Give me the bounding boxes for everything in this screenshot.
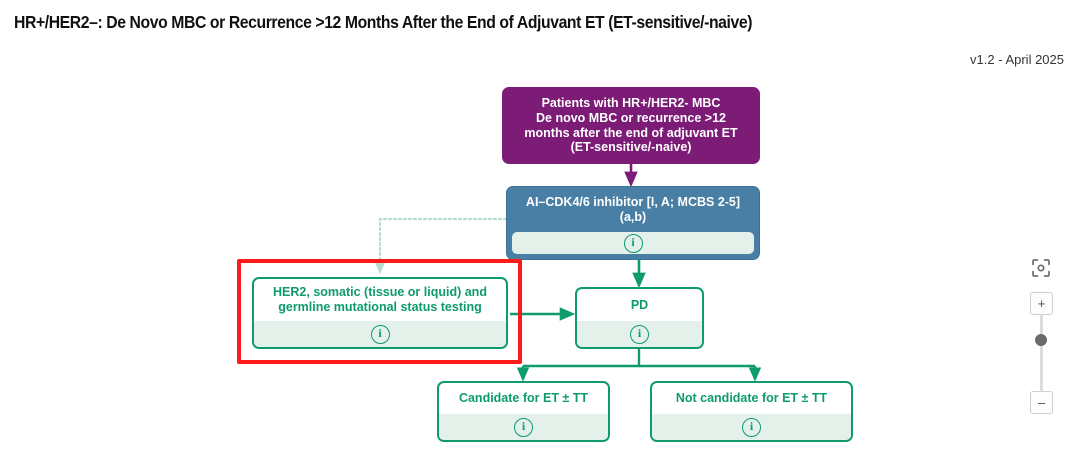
node-ai-cdk46-footer: i	[512, 232, 754, 254]
node-candidate-footer: i	[439, 414, 608, 440]
zoom-slider-track[interactable]	[1040, 315, 1043, 391]
node-patients-label: Patients with HR+/HER2- MBC De novo MBC …	[524, 96, 738, 155]
version-label: v1.2 - April 2025	[970, 52, 1064, 67]
info-icon[interactable]: i	[623, 233, 643, 253]
node-ai-cdk46-inhibitor[interactable]: AI–CDK4/6 inhibitor [I, A; MCBS 2-5] (a,…	[506, 186, 760, 260]
node-candidate-for-et-tt[interactable]: Candidate for ET ± TT i	[437, 381, 610, 442]
node-not-candidate-label: Not candidate for ET ± TT	[675, 391, 828, 406]
zoom-slider-group[interactable]: + –	[1024, 292, 1058, 414]
node-candidate-label: Candidate for ET ± TT	[458, 391, 589, 406]
node-progressive-disease[interactable]: PD i	[575, 287, 704, 349]
focus-frame-icon	[1032, 259, 1050, 277]
info-icon[interactable]: i	[630, 324, 649, 344]
selection-highlight-rectangle	[237, 259, 522, 364]
zoom-slider-handle[interactable]	[1035, 334, 1047, 346]
node-her2-mutational-testing[interactable]: HER2, somatic (tissue or liquid) and ger…	[252, 277, 508, 349]
info-icon[interactable]: i	[514, 417, 533, 437]
zoom-in-button[interactable]: +	[1030, 292, 1053, 315]
node-her2-testing-footer: i	[254, 321, 506, 347]
view-controls[interactable]: + –	[1024, 254, 1058, 414]
node-ai-cdk46-label: AI–CDK4/6 inhibitor [I, A; MCBS 2-5] (a,…	[525, 194, 741, 224]
node-pd-label: PD	[630, 297, 649, 312]
node-patients-population[interactable]: Patients with HR+/HER2- MBC De novo MBC …	[502, 87, 760, 164]
info-icon[interactable]: i	[742, 417, 761, 437]
zoom-out-button[interactable]: –	[1030, 391, 1053, 414]
info-icon[interactable]: i	[370, 324, 390, 344]
node-her2-testing-label: HER2, somatic (tissue or liquid) and ger…	[273, 285, 487, 314]
node-not-candidate-footer: i	[652, 414, 851, 440]
node-not-candidate-for-et-tt[interactable]: Not candidate for ET ± TT i	[650, 381, 853, 442]
node-pd-footer: i	[577, 321, 702, 347]
page-title: HR+/HER2–: De Novo MBC or Recurrence >12…	[14, 12, 753, 32]
fit-to-screen-button[interactable]	[1027, 254, 1055, 282]
